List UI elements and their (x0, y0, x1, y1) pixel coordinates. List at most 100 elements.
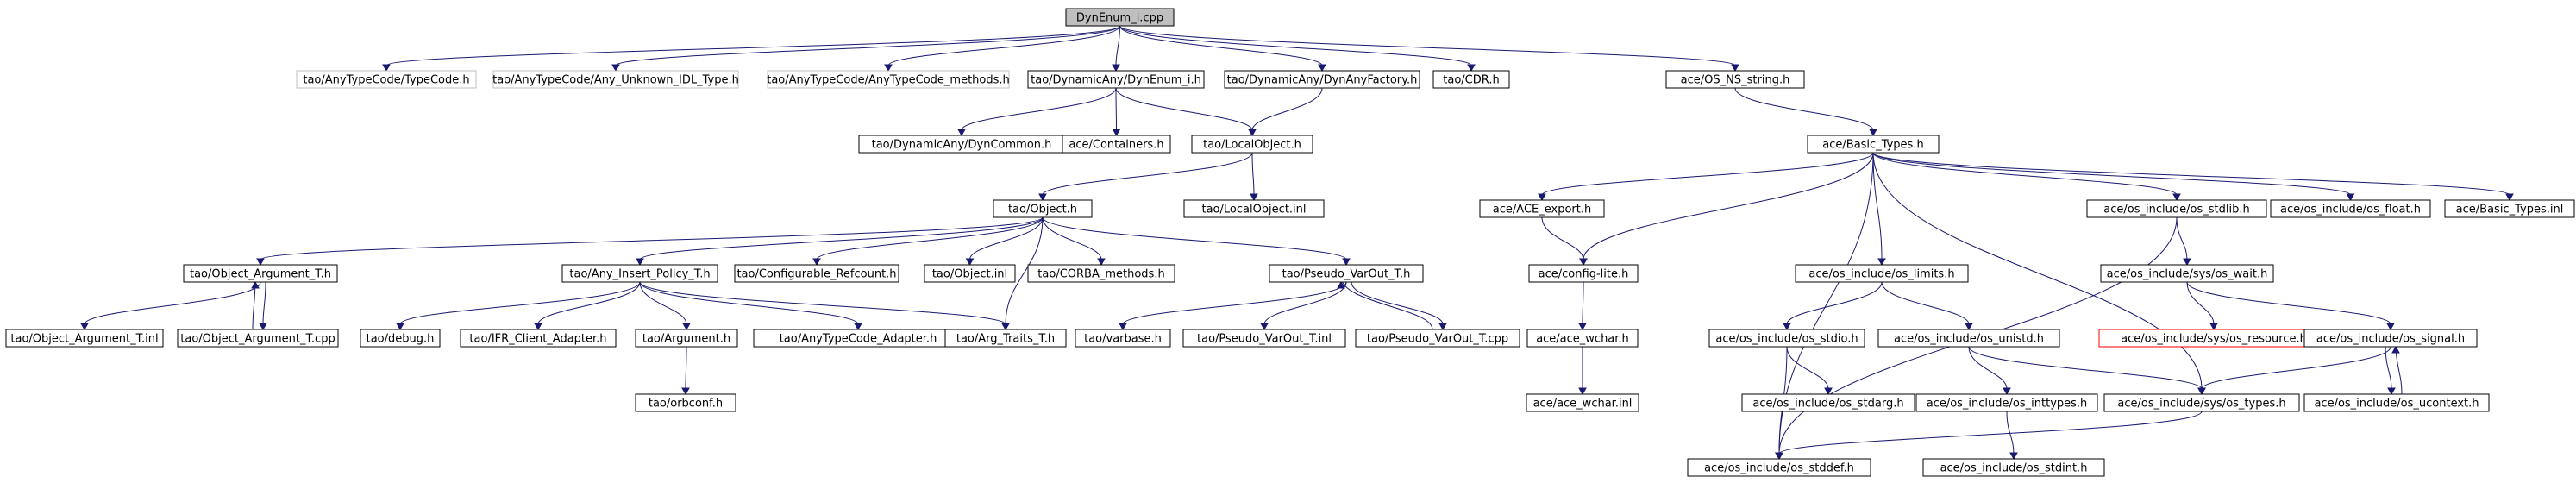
node-label: ace/os_include/sys/os_types.h (2117, 398, 2285, 411)
node-corba-methods[interactable]: tao/CORBA_methods.h (1027, 264, 1175, 283)
node-os-ns-string[interactable]: ace/OS_NS_string.h (1665, 70, 1805, 89)
arrowhead-localobject_h-to-localobject_inl (1250, 193, 1258, 202)
edge-os_signal-to-os_ucontext (2385, 346, 2392, 390)
node-tc-methods[interactable]: tao/AnyTypeCode/AnyTypeCode_methods.h (767, 70, 1010, 89)
arrowhead-pseudo_cpp-to-pseudo_h (1337, 280, 1345, 289)
edge-root-to-dynenum_h (1115, 25, 1120, 66)
edge-object_h-to-corba_methods (1042, 216, 1102, 260)
node-label: ace/os_include/os_stdint.h (1940, 462, 2088, 475)
arrowhead-any_insert-to-anytypecode_adapter (854, 323, 862, 331)
node-os-float[interactable]: ace/os_include/os_float.h (2270, 199, 2431, 218)
node-box (1183, 199, 1325, 218)
node-os-resource[interactable]: ace/os_include/sys/os_resource.h (2098, 329, 2329, 348)
dependency-nodes: DynEnum_i.cpp tao/AnyTypeCode/TypeCode.h t… (5, 8, 2575, 477)
node-box (5, 329, 164, 348)
node-os-limits[interactable]: ace/os_include/os_limits.h (1795, 264, 1969, 283)
node-box (1432, 70, 1510, 89)
node-box (2303, 329, 2478, 348)
edge-object_h-to-object_inl (969, 216, 1044, 260)
arrowhead-os_stdlib-to-os_wait (2183, 258, 2191, 267)
node-arg-traits[interactable]: tao/Arg_Traits_T.h (944, 329, 1067, 348)
node-dyncommon[interactable]: tao/DynamicAny/DynCommon.h (858, 135, 1065, 154)
node-label: tao/Arg_Traits_T.h (956, 333, 1055, 346)
node-os-wait[interactable]: ace/os_include/sys/os_wait.h (2100, 264, 2274, 283)
node-localobject-inl[interactable]: tao/LocalObject.inl (1183, 199, 1325, 218)
node-pseudo-inl[interactable]: tao/Pseudo_VarOut_T.inl (1182, 329, 1346, 348)
node-os-signal[interactable]: ace/os_include/os_signal.h (2303, 329, 2478, 348)
node-label: ace/config-lite.h (1539, 268, 1629, 281)
node-orbconf[interactable]: tao/orbconf.h (635, 393, 736, 412)
node-label: tao/debug.h (367, 333, 435, 346)
edge-basic_types-to-os_types (1872, 152, 2203, 390)
node-obj-arg-cpp[interactable]: tao/Object_Argument_T.cpp (177, 329, 339, 348)
node-label: tao/Configurable_Refcount.h (736, 268, 896, 281)
arrowhead-obj_arg_h-to-obj_arg_cpp (259, 323, 267, 331)
node-tc-unknown[interactable]: tao/AnyTypeCode/Any_Unknown_IDL_Type.h (492, 70, 739, 89)
node-ifr-client[interactable]: tao/IFR_Client_Adapter.h (460, 329, 617, 348)
node-cdr[interactable]: tao/CDR.h (1432, 70, 1510, 89)
node-root[interactable]: DynEnum_i.cpp (1065, 8, 1175, 27)
edge-basic_types-to-config_lite (1583, 152, 1874, 260)
arrowhead-dynanyfactory-to-localobject_h (1248, 129, 1257, 137)
node-os-stdio[interactable]: ace/os_include/os_stdio.h (1708, 329, 1865, 348)
node-configurable-refcount[interactable]: tao/Configurable_Refcount.h (734, 264, 899, 283)
edge-basic_types-to-os_limits (1872, 152, 1883, 260)
edge-localobject_h-to-object_h (1042, 152, 1253, 196)
arrowhead-root-to-tc_unknown (611, 64, 620, 72)
node-box (1065, 8, 1175, 27)
node-box (1526, 393, 1639, 412)
node-ace-wchar-inl[interactable]: ace/ace_wchar.inl (1526, 393, 1639, 412)
node-pseudo-cpp[interactable]: tao/Pseudo_VarOut_T.cpp (1355, 329, 1520, 348)
node-localobject-h[interactable]: tao/LocalObject.h (1191, 135, 1313, 154)
node-dynanyfactory[interactable]: tao/DynamicAny/DynAnyFactory.h (1224, 70, 1420, 89)
node-os-stddef[interactable]: ace/os_include/os_stddef.h (1687, 458, 1871, 477)
node-label: tao/LocalObject.h (1203, 139, 1301, 152)
arrowhead-root-to-dynanyfactory (1318, 64, 1326, 72)
node-box (1479, 199, 1605, 218)
edge-os_types-to-os_stddef (1778, 411, 2203, 455)
node-label: tao/CORBA_methods.h (1037, 268, 1164, 281)
node-argument[interactable]: tao/Argument.h (635, 329, 738, 348)
node-dynenum-h[interactable]: tao/DynamicAny/DynEnum_i.h (1027, 70, 1205, 89)
node-debug[interactable]: tao/debug.h (360, 329, 441, 348)
node-pseudo-h[interactable]: tao/Pseudo_VarOut_T.h (1269, 264, 1424, 283)
node-label: ace/Containers.h (1069, 139, 1163, 152)
node-containers[interactable]: ace/Containers.h (1062, 135, 1171, 154)
node-box (1355, 329, 1520, 348)
node-object-h[interactable]: tao/Object.h (993, 199, 1093, 218)
arrowhead-ace_export-to-config_lite (1579, 258, 1588, 267)
node-anytypecode-adapter[interactable]: tao/AnyTypeCode_Adapter.h (753, 329, 963, 348)
node-object-inl[interactable]: tao/Object.inl (924, 264, 1016, 283)
node-label: tao/DynamicAny/DynCommon.h (872, 139, 1052, 152)
node-obj-arg-inl[interactable]: tao/Object_Argument_T.inl (5, 329, 164, 348)
node-os-ucontext[interactable]: ace/os_include/os_ucontext.h (2303, 393, 2490, 412)
edge-object_h-to-obj_arg_h (260, 216, 1044, 260)
node-ace-export[interactable]: ace/ACE_export.h (1479, 199, 1605, 218)
arrowhead-any_insert-to-argument (682, 323, 691, 331)
node-obj-arg-h[interactable]: tao/Object_Argument_T.h (183, 264, 338, 283)
node-os-stdarg[interactable]: ace/os_include/os_stdarg.h (1741, 393, 1915, 412)
node-ace-wchar-h[interactable]: ace/ace_wchar.h (1526, 329, 1639, 348)
node-box (993, 199, 1093, 218)
node-label: ace/Basic_Types.h (1822, 139, 1923, 152)
node-box (1528, 264, 1639, 283)
node-os-types[interactable]: ace/os_include/sys/os_types.h (2103, 393, 2300, 412)
arrowhead-any_insert-to-arg_traits (1001, 323, 1010, 331)
node-os-inttypes[interactable]: ace/os_include/os_inttypes.h (1915, 393, 2098, 412)
node-os-stdlib[interactable]: ace/os_include/os_stdlib.h (2086, 199, 2267, 218)
node-basic-types-inl[interactable]: ace/Basic_Types.inl (2444, 199, 2575, 218)
node-basic-types[interactable]: ace/Basic_Types.h (1807, 135, 1940, 154)
node-os-unistd[interactable]: ace/os_include/os_unistd.h (1877, 329, 2060, 348)
node-tc-typecode[interactable]: tao/AnyTypeCode/TypeCode.h (296, 70, 477, 89)
edge-root-to-dynanyfactory (1119, 25, 1323, 66)
arrowhead-object_h-to-corba_methods (1097, 258, 1106, 267)
node-box (360, 329, 441, 348)
arrowhead-basic_types-to-os_limits (1877, 258, 1886, 267)
node-os-stdint[interactable]: ace/os_include/os_stdint.h (1922, 458, 2105, 477)
node-config-lite[interactable]: ace/config-lite.h (1528, 264, 1639, 283)
node-label: tao/Object_Argument_T.cpp (180, 333, 335, 346)
node-varbase[interactable]: tao/varbase.h (1075, 329, 1171, 348)
node-any-insert[interactable]: tao/Any_Insert_Policy_T.h (561, 264, 718, 283)
node-label: tao/Object_Argument_T.h (190, 268, 331, 281)
